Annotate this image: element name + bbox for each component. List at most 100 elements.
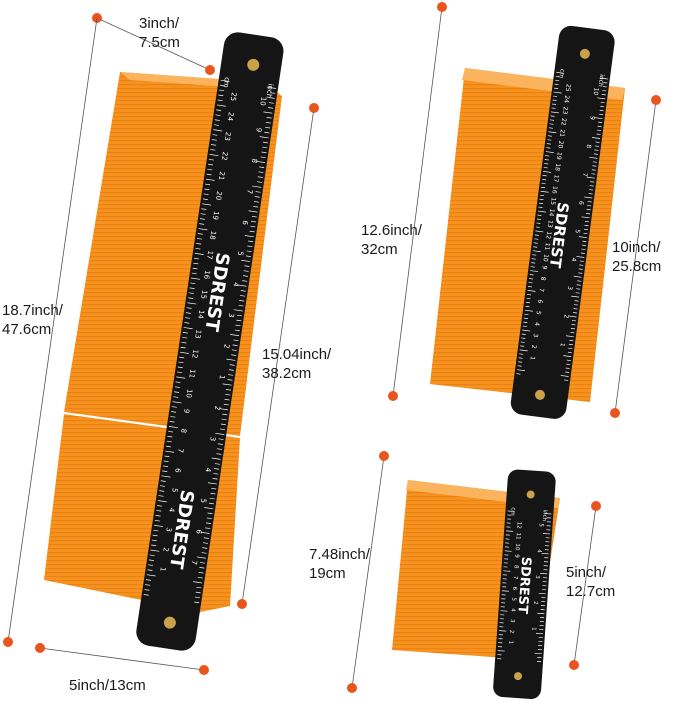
ruler-tick xyxy=(592,161,597,163)
dim-dot xyxy=(569,660,579,670)
ruler-tick xyxy=(528,282,533,284)
ruler-tick xyxy=(258,171,264,173)
ruler-cm-number: 10 xyxy=(541,254,549,263)
ruler-tick xyxy=(199,218,205,220)
ruler-tick xyxy=(193,257,200,260)
ruler-tick xyxy=(529,278,534,280)
ruler-cm-number: 9 xyxy=(182,408,191,414)
ruler-tick xyxy=(213,124,219,126)
dim-dot xyxy=(35,643,45,653)
ruler-tick xyxy=(228,369,234,371)
ruler-inch-number: 2 xyxy=(532,601,538,605)
ruler-cm-number: 4 xyxy=(509,608,515,612)
ruler-tick xyxy=(233,339,239,342)
ruler-tick xyxy=(244,265,250,267)
ruler-tick xyxy=(211,487,217,490)
ruler-tick xyxy=(210,492,216,495)
ruler-tick xyxy=(197,576,203,579)
ruler-tick xyxy=(565,367,570,369)
ruler-inch-number: 2 xyxy=(222,343,231,349)
ruler-tick xyxy=(573,308,578,310)
ruler-cm-unit: cm xyxy=(558,69,566,79)
ruler-tick xyxy=(143,594,149,596)
ruler-tick xyxy=(206,517,212,520)
ruler-tick xyxy=(599,113,604,116)
ruler-tick xyxy=(251,220,257,223)
ruler-tick xyxy=(237,314,243,317)
ruler-tick xyxy=(217,443,223,445)
ruler-tick xyxy=(178,361,184,364)
ruler-tick xyxy=(159,490,165,492)
ruler-inch-unit: inch xyxy=(265,83,275,99)
ruler-cm-number: 6 xyxy=(173,468,182,474)
ruler-tick xyxy=(195,247,201,250)
ruler-tick xyxy=(596,133,601,135)
ruler-tick xyxy=(179,356,185,359)
ruler-tick xyxy=(574,304,579,306)
ruler-tick xyxy=(531,258,536,260)
ruler-tick xyxy=(553,91,562,94)
ruler-tick xyxy=(250,225,256,228)
ruler-tick xyxy=(198,572,204,574)
ruler-tick xyxy=(549,123,554,125)
ruler-cm-number: 9 xyxy=(540,265,547,270)
ruler-tick xyxy=(256,181,263,183)
ruler-tick xyxy=(571,320,577,322)
ruler-tick xyxy=(270,92,276,94)
ruler-tick xyxy=(589,156,598,159)
ruler-tick xyxy=(590,181,595,183)
ruler-tick xyxy=(208,502,214,505)
ruler-tick xyxy=(212,478,218,480)
ruler-tick xyxy=(148,559,154,561)
ruler-inch-number: 10 xyxy=(592,87,600,96)
ruler-tick xyxy=(196,586,202,589)
ruler-tick xyxy=(518,361,523,363)
small-ruler-knob-bottom xyxy=(513,672,522,681)
ruler-tick xyxy=(190,282,196,285)
ruler-tick xyxy=(578,268,583,270)
ruler-inch-number: 8 xyxy=(250,158,259,164)
ruler-tick xyxy=(594,149,599,151)
ruler-tick xyxy=(203,537,209,539)
ruler-tick xyxy=(185,312,191,314)
ruler-tick xyxy=(233,309,243,312)
ruler-tick xyxy=(545,155,550,157)
ruler-tick xyxy=(523,321,528,323)
ruler-tick xyxy=(547,135,552,137)
ruler-tick xyxy=(526,293,532,296)
ruler-cm-number: 4 xyxy=(167,507,176,513)
ruler-tick xyxy=(587,201,592,203)
ruler-tick xyxy=(538,206,543,208)
dim-dot xyxy=(309,103,319,113)
ruler-cm-number: 7 xyxy=(512,576,518,580)
ruler-inch-number: 8 xyxy=(585,144,592,149)
ruler-tick xyxy=(216,109,222,111)
large-ruler-length-label: 15.04inch/ 38.2cm xyxy=(262,346,332,382)
ruler-tick xyxy=(210,144,217,146)
ruler-tick xyxy=(196,238,202,240)
ruler-tick xyxy=(556,71,565,74)
ruler-cm-number: 20 xyxy=(556,140,564,149)
ruler-tick xyxy=(535,226,540,228)
ruler-tick xyxy=(522,325,527,327)
medium-contour-gauge: 2524232221201918171615141312111098765432… xyxy=(430,25,625,419)
ruler-tick xyxy=(199,223,205,225)
ruler-tick xyxy=(218,438,224,440)
ruler-tick xyxy=(541,182,546,185)
ruler-tick xyxy=(517,365,522,367)
ruler-tick xyxy=(202,203,212,206)
ruler-tick xyxy=(602,86,607,88)
small-ruler-brand: SDREST xyxy=(514,556,533,614)
ruler-tick xyxy=(582,240,587,242)
ruler-tick xyxy=(536,222,541,224)
ruler-tick xyxy=(526,297,531,300)
ruler-tick xyxy=(219,89,225,92)
ruler-tick xyxy=(229,364,235,366)
ruler-cm-number: 16 xyxy=(550,186,558,195)
ruler-tick xyxy=(259,166,265,168)
ruler-tick xyxy=(192,267,198,270)
ruler-tick xyxy=(158,495,164,497)
ruler-tick xyxy=(537,214,542,216)
ruler-cm-number: 17 xyxy=(205,250,214,260)
ruler-inch-number: 9 xyxy=(254,127,263,133)
